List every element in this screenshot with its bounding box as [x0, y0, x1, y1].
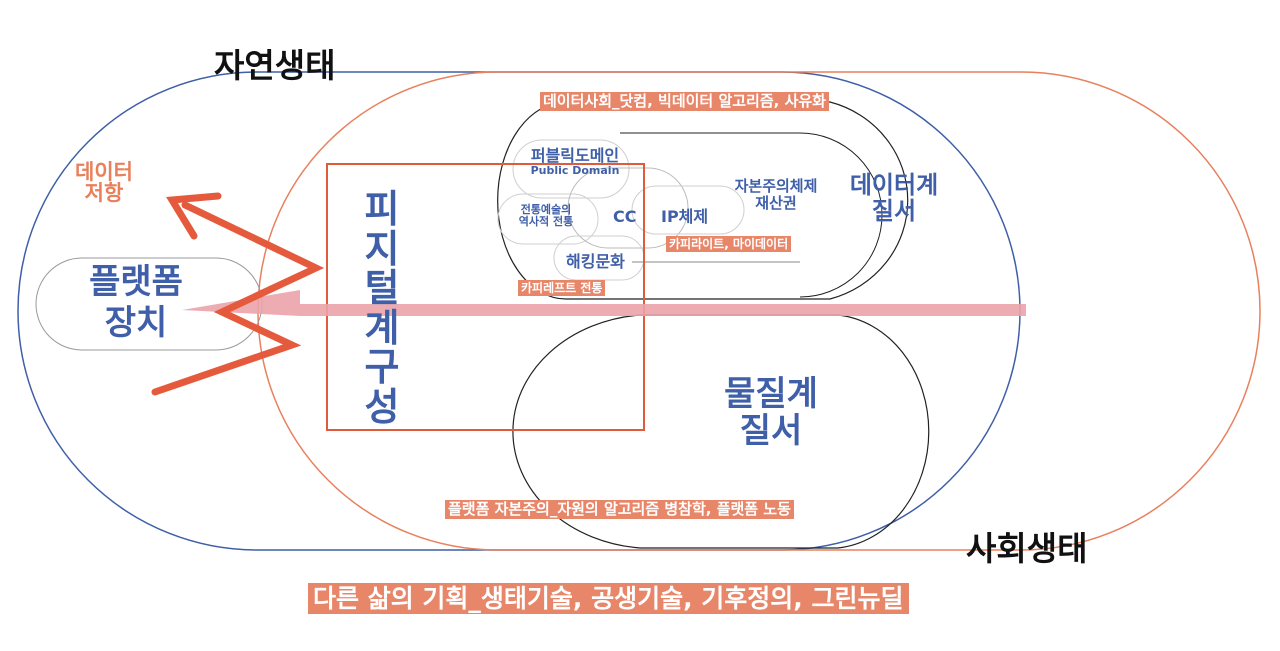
material-order-label: 물질계 질서	[716, 374, 826, 452]
platform-device-line-1: 플랫폼	[89, 262, 183, 302]
capitalism-property-line-1: 자본주의체제	[734, 177, 818, 195]
ip-label: IP체제	[661, 207, 709, 226]
material-order-boundary	[512, 314, 930, 549]
data-society-tag: 데이터사회_닷컴, 빅데이터 알고리즘, 사유화	[540, 92, 829, 111]
platform-capitalism-tag: 플랫폼 자본주의_자원의 알고리즘 병참학, 플랫폼 노동	[445, 500, 794, 519]
public-domain-pill	[512, 139, 630, 199]
data-order-line-1: 데이터계	[849, 171, 939, 199]
public-domain-en-label: Public Domain	[530, 164, 620, 177]
resistance-arrow-head	[166, 192, 222, 240]
resistance-arrow	[151, 201, 325, 396]
copyleft-tag: 카피레프트 전통	[518, 280, 606, 296]
phygital-char: 계	[364, 305, 400, 350]
platform-device-label: 플랫폼 장치	[78, 262, 194, 344]
phygital-char: 피	[364, 187, 400, 231]
tradition-label: 전통예술의 역사적 전통	[500, 203, 592, 229]
pink-band	[182, 290, 1026, 316]
capitalism-property-line-2: 재산권	[755, 194, 797, 213]
material-order-line-2: 질서	[739, 411, 803, 452]
phygital-char: 구	[364, 345, 400, 390]
social-ecology-title: 사회생태	[966, 529, 1088, 568]
phygital-char: 성	[364, 384, 400, 429]
phygital-box	[326, 163, 645, 431]
data-order-label: 데이터계 질서	[846, 172, 942, 225]
data-resistance-label: 데이터 저항	[64, 162, 144, 204]
natural-ecology-title: 자연생태	[214, 46, 336, 85]
ip-pill	[631, 185, 745, 235]
capitalism-property-label: 자본주의체제 재산권	[720, 177, 832, 213]
tradition-pill	[497, 193, 599, 245]
cc-pill	[567, 167, 689, 249]
phygital-char: 지	[364, 226, 400, 271]
data-order-line-2: 질서	[871, 197, 917, 226]
tradition-line-1: 전통예술의	[520, 203, 572, 216]
copyright-data-tag: 카피라이트, 마이데이터	[666, 236, 792, 252]
phygital-char: 털	[364, 266, 400, 311]
public-domain-label: 퍼블릭도메인	[530, 146, 620, 165]
hacking-label: 해킹문화	[566, 252, 625, 271]
data-resistance-line-2: 저항	[84, 181, 124, 205]
other-life-tag: 다른 삶의 기획_생태기술, 공생기술, 기후정의, 그린뉴딜	[308, 583, 909, 614]
platform-device-line-2: 장치	[104, 302, 168, 343]
data-order-boundary	[497, 101, 909, 300]
tradition-line-2: 역사적 전통	[518, 215, 574, 229]
material-order-line-1: 물질계	[724, 374, 818, 414]
capitalism-boundary	[620, 132, 883, 298]
cc-label: CC	[613, 207, 637, 226]
data-resistance-line-1: 데이터	[75, 160, 133, 184]
